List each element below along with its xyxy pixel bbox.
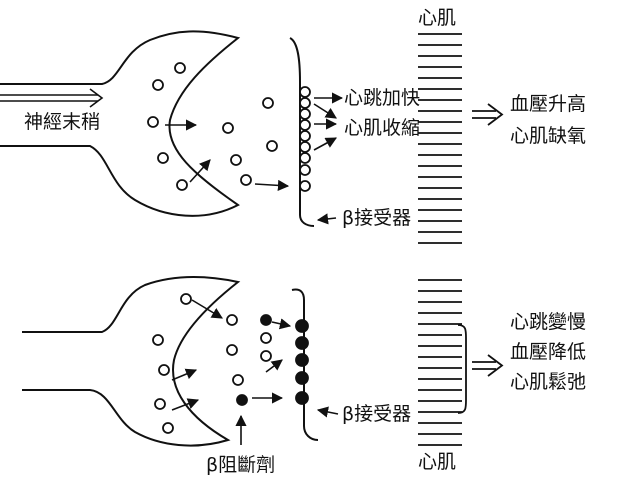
vesicle — [180, 293, 192, 305]
result-heart-rate-down: 心跳變慢 — [510, 311, 586, 333]
bottom-panel: 心肌 β阻斷劑 β接受器 心跳變慢 血壓降低 心肌鬆弛 — [22, 276, 586, 476]
top-receptor-label: β接受器 — [342, 207, 411, 229]
top-release-arrows — [165, 119, 290, 191]
transmitter — [226, 314, 238, 326]
vesicle — [152, 334, 164, 346]
bottom-receptor-label: β接受器 — [342, 403, 411, 425]
beta-receptor — [299, 97, 311, 109]
top-transmitter-cleft — [222, 97, 278, 186]
top-panel: 心肌 神經末稍 心跳加快 心肌收縮 β接受器 血壓升高 心肌缺氧 — [0, 7, 586, 244]
bottom-transmitter-cleft — [226, 314, 272, 386]
blocker-molecule — [260, 314, 272, 326]
bottom-bracket — [457, 324, 467, 414]
bottom-release-arrows — [171, 299, 292, 411]
vesicle — [154, 398, 166, 410]
vesicle — [158, 364, 170, 376]
vesicle — [147, 116, 159, 128]
transmitter — [260, 350, 272, 362]
beta-receptor — [299, 141, 311, 153]
nerve-ending-label: 神經末稍 — [24, 111, 100, 133]
blocked-receptor — [295, 336, 309, 350]
bottom-nerve-terminal — [22, 276, 241, 447]
blocked-receptor — [295, 353, 309, 367]
transmitter — [240, 174, 252, 186]
transmitter — [262, 97, 274, 109]
transmitter — [226, 344, 238, 356]
blocked-receptor — [295, 319, 309, 333]
transmitter — [232, 374, 244, 386]
bottom-heart-muscle-stripes — [418, 279, 462, 446]
blocker-label: β阻斷劑 — [206, 454, 275, 476]
top-result-arrow — [472, 103, 504, 126]
vesicle — [152, 79, 164, 91]
vesicle — [162, 422, 174, 434]
result-hypoxia: 心肌缺氧 — [510, 125, 586, 147]
vesicle — [174, 62, 186, 74]
bottom-receptor-pointer — [316, 406, 339, 418]
transmitter — [266, 140, 278, 152]
result-bp-down: 血壓降低 — [510, 341, 586, 363]
top-beta-receptors — [299, 86, 311, 192]
effect-heart-rate-up: 心跳加快 — [344, 87, 420, 109]
transmitter — [222, 122, 234, 134]
beta-receptor — [299, 180, 311, 192]
beta-receptor — [299, 119, 311, 131]
top-vesicles-inside — [147, 62, 188, 191]
beta-receptor — [299, 86, 311, 98]
top-muscle-label: 心肌 — [418, 7, 456, 29]
top-heart-muscle-stripes — [418, 33, 462, 244]
bottom-vesicles-inside — [152, 293, 192, 434]
bottom-blocked-receptors — [295, 319, 309, 405]
beta-receptor — [299, 164, 311, 176]
vesicle — [157, 152, 169, 164]
result-relaxation: 心肌鬆弛 — [510, 371, 586, 393]
blocked-receptor — [295, 371, 309, 385]
top-nerve-terminal — [0, 30, 241, 217]
top-receptor-pointer — [316, 213, 337, 225]
vesicle — [176, 179, 188, 191]
beta-receptor — [299, 130, 311, 142]
blocked-receptor — [295, 391, 309, 405]
transmitter — [260, 332, 272, 344]
result-bp-up: 血壓升高 — [510, 93, 586, 115]
top-signal-arrow — [0, 88, 104, 108]
bottom-muscle-label: 心肌 — [418, 451, 456, 473]
beta-receptor — [299, 108, 311, 120]
bottom-result-arrow — [472, 354, 504, 377]
effect-contraction: 心肌收縮 — [344, 117, 420, 139]
top-effect-arrows — [313, 92, 344, 151]
bottom-blocker-molecules — [236, 314, 272, 406]
beta-receptor — [299, 152, 311, 164]
blocker-molecule — [236, 394, 248, 406]
transmitter — [230, 154, 242, 166]
